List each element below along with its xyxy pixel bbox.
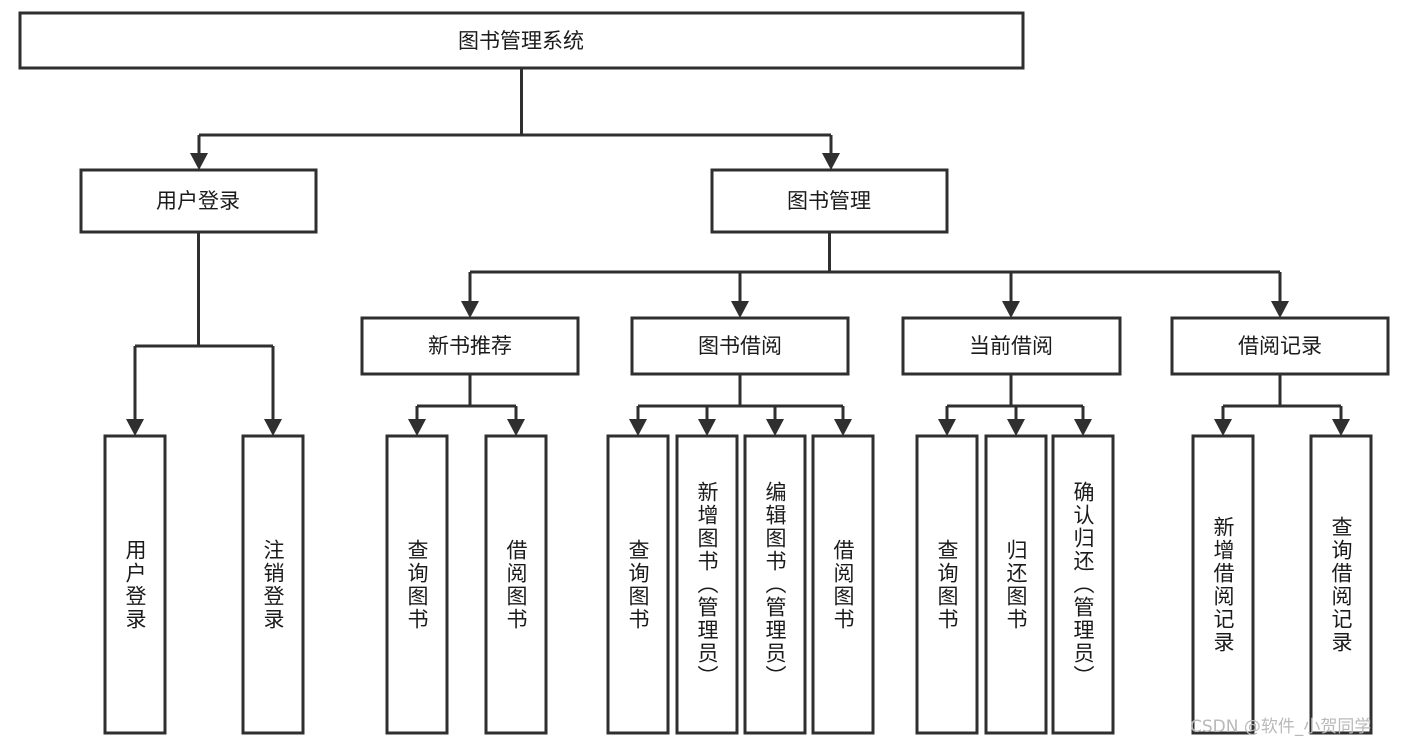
nodes-group — [18, 11, 1390, 735]
edge-newbook-to-leaves — [408, 374, 525, 436]
leaf-borrow-edit-book-box[interactable] — [743, 434, 807, 735]
leaf-current-confirm-return-box[interactable] — [1051, 434, 1115, 735]
node-root-label: 图书管理系统 — [458, 29, 584, 53]
leaf-new-query-book-box[interactable] — [385, 434, 449, 735]
leaf-record-query-box[interactable] — [1309, 434, 1373, 735]
leaf-new-borrow-book-label: 借阅图书 — [504, 538, 529, 631]
edges-group — [126, 68, 1350, 436]
edge-book-to-level3 — [461, 232, 1289, 318]
leaf-borrow-borrow-book-box[interactable] — [811, 434, 875, 735]
leaf-user-logout-box[interactable] — [241, 434, 305, 735]
leaf-borrow-borrow-book-label: 借阅图书 — [831, 538, 856, 631]
edge-current-to-leaves — [938, 374, 1092, 436]
node-new-book-recommend-box[interactable] — [360, 316, 580, 376]
edge-user-to-leaves — [126, 232, 282, 436]
leaf-borrow-edit-book-label: 编辑图书（管理员） — [763, 481, 788, 688]
leaf-current-query-book-label: 查询图书 — [935, 538, 960, 631]
leaf-borrow-add-book-label: 新增图书（管理员） — [695, 481, 720, 688]
leaf-user-login-label: 用户登录 — [123, 538, 148, 631]
node-book-borrow-label: 图书借阅 — [698, 334, 782, 358]
horizontal-labels-group: 图书管理系统 用户登录 图书管理 新书推荐 图书借阅 当前借阅 借阅记录 — [156, 29, 1322, 358]
leaf-user-logout-label: 注销登录 — [261, 538, 286, 631]
leaf-new-borrow-book-box[interactable] — [484, 434, 548, 735]
edge-record-to-leaves — [1214, 374, 1350, 436]
leaf-user-login-box[interactable] — [103, 434, 167, 735]
node-current-borrow-label: 当前借阅 — [969, 334, 1053, 358]
leaf-record-add-label: 新增借阅记录 — [1211, 515, 1236, 654]
leaf-borrow-add-book-box[interactable] — [675, 434, 739, 735]
leaf-new-query-book-label: 查询图书 — [405, 538, 430, 631]
node-book-management-label: 图书管理 — [787, 189, 871, 213]
leaf-borrow-query-book-label: 查询图书 — [626, 538, 651, 631]
node-user-login-label: 用户登录 — [156, 189, 240, 213]
edge-root-to-level2 — [190, 68, 840, 170]
node-borrow-record-box[interactable] — [1170, 316, 1390, 376]
node-book-management-box[interactable] — [710, 168, 949, 234]
edge-borrow-to-leaves — [629, 374, 852, 436]
node-current-borrow-box[interactable] — [901, 316, 1122, 376]
leaf-current-return-book-box[interactable] — [984, 434, 1048, 735]
node-user-login-box[interactable] — [79, 168, 318, 234]
leaf-current-confirm-return-label: 确认归还（管理员） — [1071, 481, 1096, 688]
leaf-current-query-book-box[interactable] — [915, 434, 979, 735]
node-new-book-recommend-label: 新书推荐 — [428, 334, 512, 358]
leaf-record-query-label: 查询借阅记录 — [1329, 515, 1354, 654]
node-book-borrow-box[interactable] — [630, 316, 850, 376]
node-borrow-record-label: 借阅记录 — [1238, 334, 1322, 358]
leaf-current-return-book-label: 归还图书 — [1004, 538, 1029, 631]
leaf-record-add-box[interactable] — [1191, 434, 1255, 735]
node-root-box[interactable] — [18, 11, 1025, 70]
leaf-borrow-query-book-box[interactable] — [606, 434, 670, 735]
